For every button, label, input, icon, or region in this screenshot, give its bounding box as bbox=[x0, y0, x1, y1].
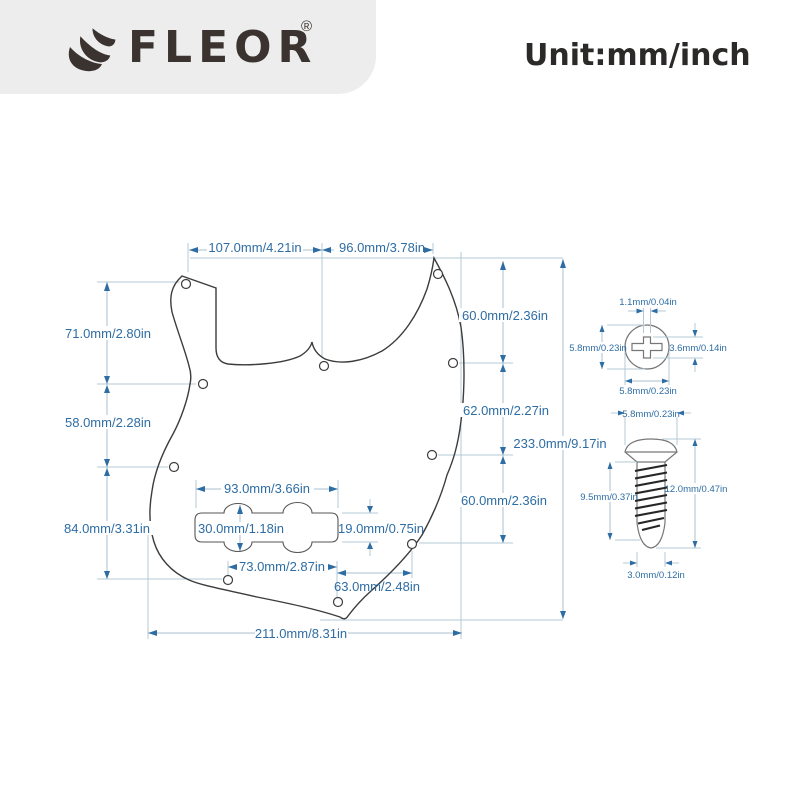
dim-label-overall-width: 211.0mm/8.31in bbox=[255, 626, 347, 641]
dim-label-screw-thread-length: 9.5mm/0.37in bbox=[580, 492, 638, 503]
dim-label-top-right: 96.0mm/3.78in bbox=[339, 240, 425, 255]
dim-label-screw-cross-height: 3.6mm/0.14in bbox=[669, 343, 727, 354]
screw-head-profile bbox=[624, 438, 678, 463]
dim-label-right-upper: 60.0mm/2.36in bbox=[462, 308, 548, 323]
pickup-cutout bbox=[194, 502, 339, 553]
dim-label-right-lower: 60.0mm/2.36in bbox=[461, 493, 547, 508]
phillips-cross-icon bbox=[631, 336, 663, 359]
dim-label-pickup-screw-span: 73.0mm/2.87in bbox=[239, 559, 325, 574]
dim-label-pickup-width: 93.0mm/3.66in bbox=[224, 481, 310, 496]
dim-label-pickup-inner-height: 19.0mm/0.75in bbox=[338, 521, 424, 536]
screw-side-view bbox=[609, 412, 701, 567]
screw-head-top-view bbox=[601, 308, 703, 385]
logo-panel: FLEOR ® bbox=[0, 0, 376, 94]
dim-label-left-lower: 84.0mm/3.31in bbox=[64, 521, 150, 536]
dim-label-pickup-height: 30.0mm/1.18in bbox=[198, 521, 284, 536]
dim-label-screw-head-height: 5.8mm/0.23in bbox=[569, 343, 627, 354]
leaf-logo-icon bbox=[68, 25, 117, 72]
extension-lines bbox=[97, 243, 563, 639]
brand-logo-text: FLEOR bbox=[128, 22, 318, 73]
unit-label: Unit:mm/inch bbox=[524, 38, 751, 73]
registered-trademark-icon: ® bbox=[301, 18, 313, 35]
dim-label-screw-side-head-width: 5.8mm/0.23in bbox=[622, 409, 680, 420]
screw-tip bbox=[636, 522, 666, 549]
dim-label-overall-height: 233.0mm/9.17in bbox=[513, 436, 606, 451]
dim-label-left-middle: 58.0mm/2.28in bbox=[65, 415, 151, 430]
dim-label-right-middle: 62.0mm/2.27in bbox=[463, 403, 549, 418]
dim-label-top-left: 107.0mm/4.21in bbox=[208, 240, 301, 255]
dim-label-bottom-screws: 63.0mm/2.48in bbox=[334, 579, 420, 594]
screw-holes bbox=[168, 268, 459, 608]
dim-label-left-upper: 71.0mm/2.80in bbox=[65, 326, 151, 341]
label-backgrounds bbox=[61, 240, 722, 640]
screw-threads bbox=[634, 463, 668, 532]
dim-label-screw-shank-diameter: 3.0mm/0.12in bbox=[627, 570, 685, 581]
dim-label-screw-total-length: 12.0mm/0.47in bbox=[665, 484, 728, 495]
dim-label-screw-head-width: 5.8mm/0.23in bbox=[619, 386, 677, 397]
dim-label-screw-slot-width: 1.1mm/0.04in bbox=[619, 297, 677, 308]
dimension-arrows bbox=[104, 247, 698, 636]
